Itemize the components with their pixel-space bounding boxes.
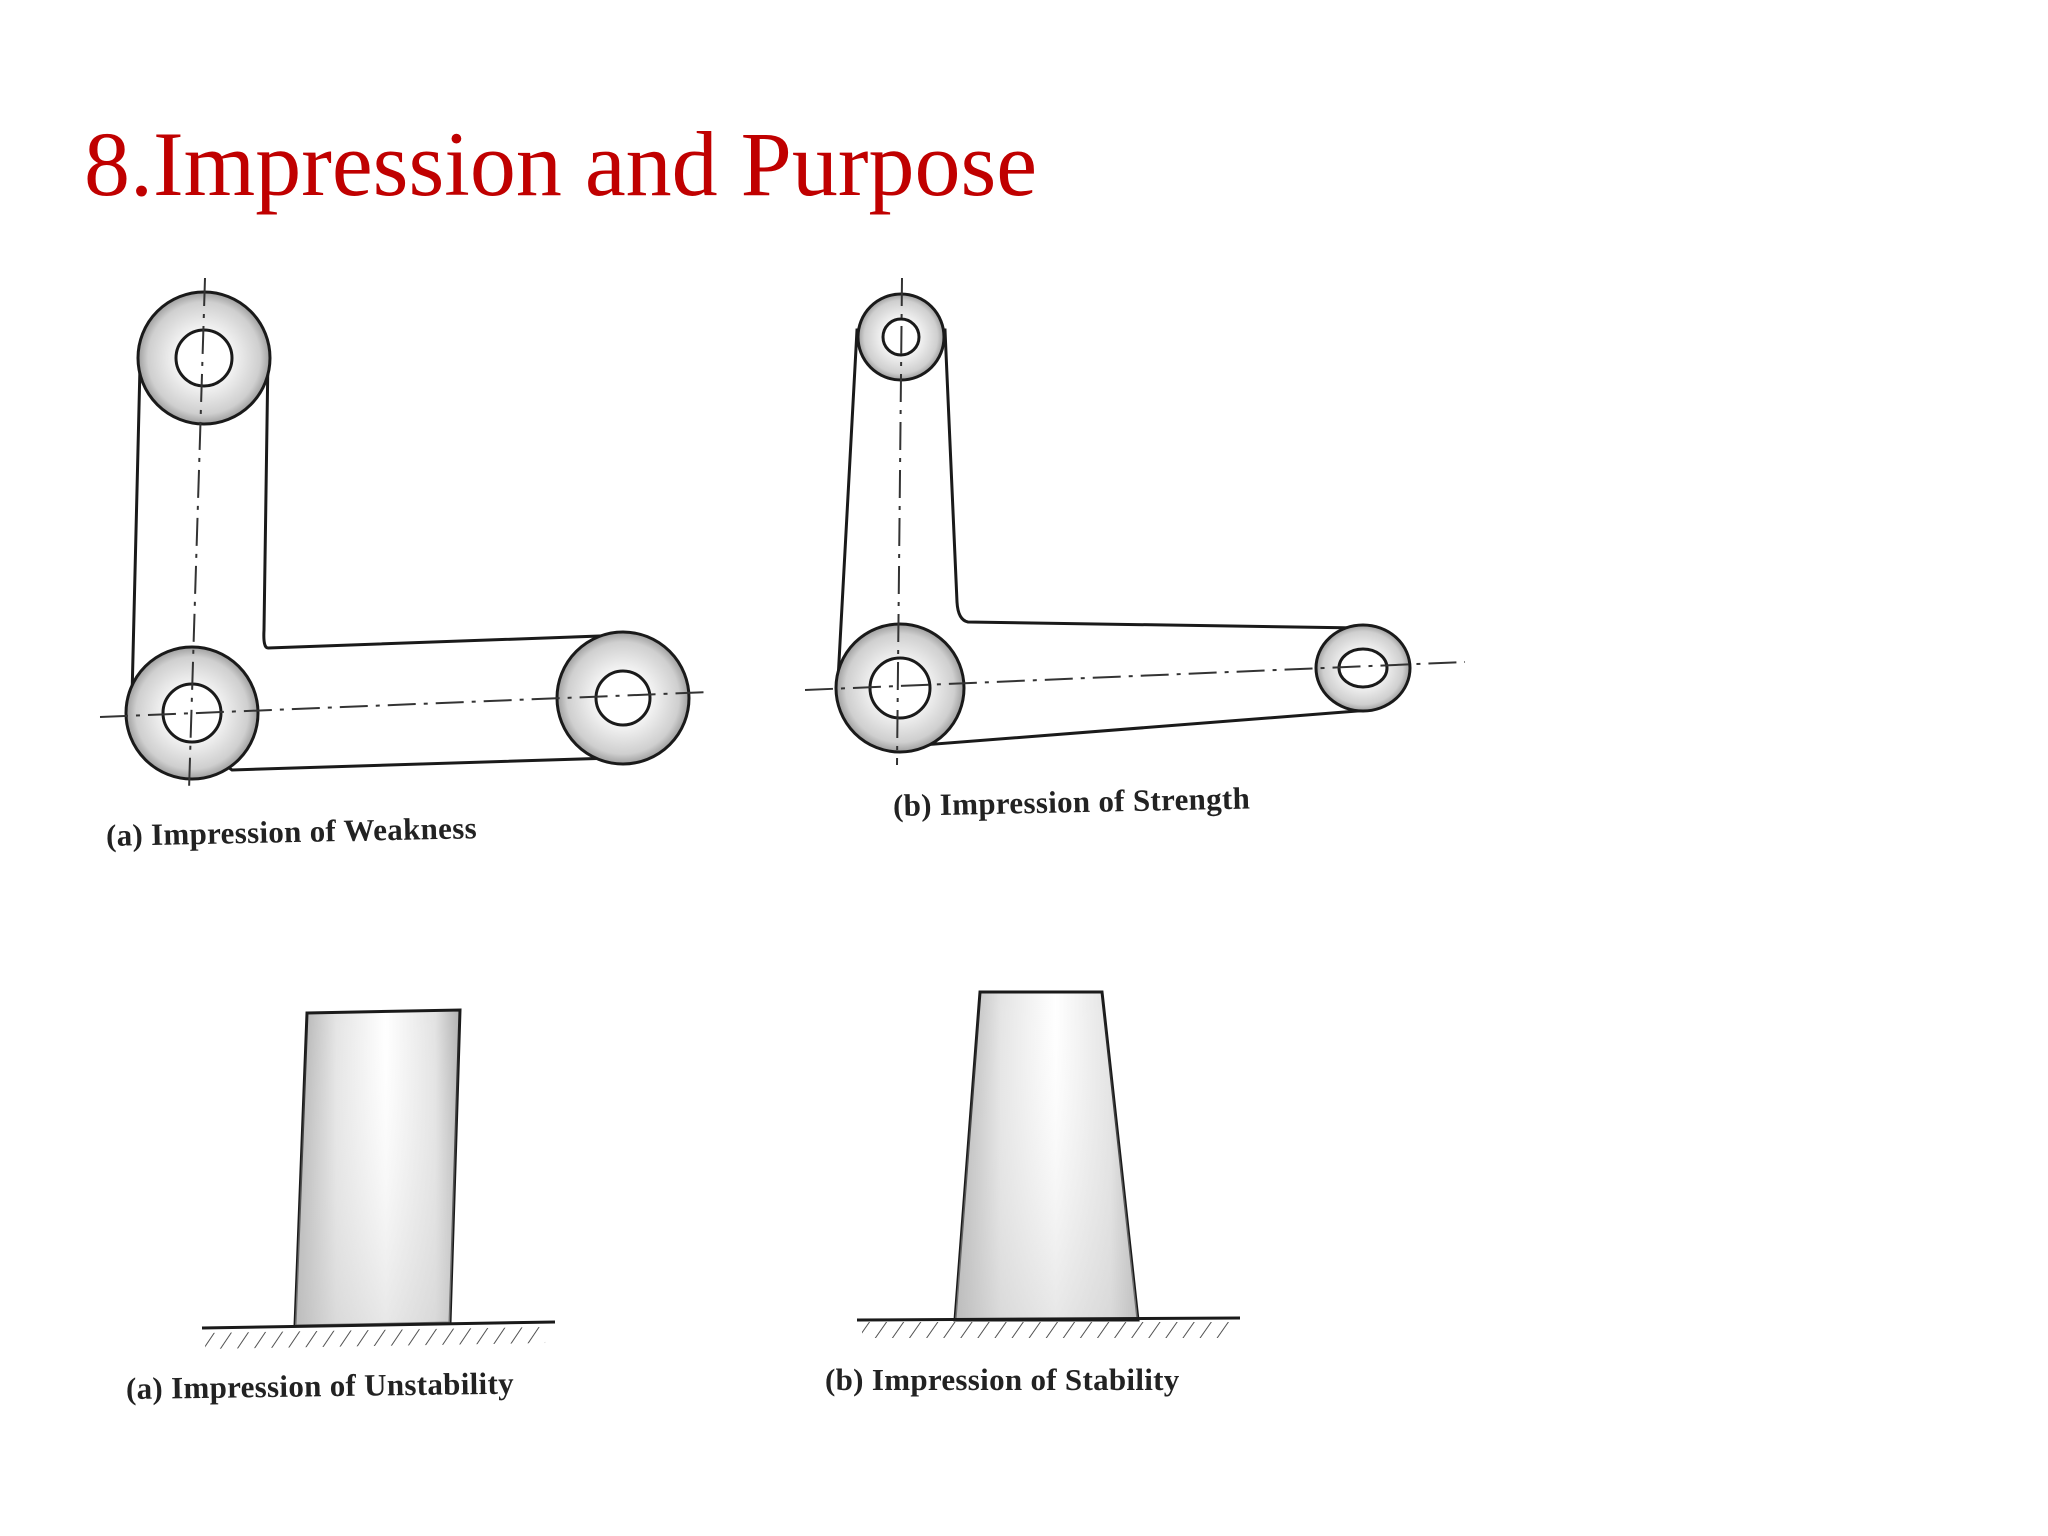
strength-center-lines <box>804 277 1466 766</box>
weakness-lever-body <box>130 353 630 772</box>
strength-lever-figure <box>804 277 1466 766</box>
strength-lever-body <box>836 328 1372 748</box>
caption-strength: (b) Impression of Strength <box>892 780 1251 823</box>
strength-corner-hole <box>868 656 932 720</box>
caption-stability: (b) Impression of Stability <box>825 1362 1180 1397</box>
unstability-ground-line <box>201 1320 556 1330</box>
stability-ground-line <box>856 1316 1241 1322</box>
caption-unstability: (a) Impression of Unstability <box>125 1365 515 1406</box>
unstability-ground-hatch <box>204 1327 546 1349</box>
weakness-right-hole <box>594 669 652 727</box>
stability-ground-hatch <box>862 1322 1232 1338</box>
weakness-center-lines <box>99 277 711 791</box>
slide-title: 8.Impression and Purpose <box>84 113 1038 215</box>
weakness-lever-figure <box>99 277 711 791</box>
unstability-column-figure <box>201 1008 556 1349</box>
stability-column-figure <box>856 990 1241 1338</box>
